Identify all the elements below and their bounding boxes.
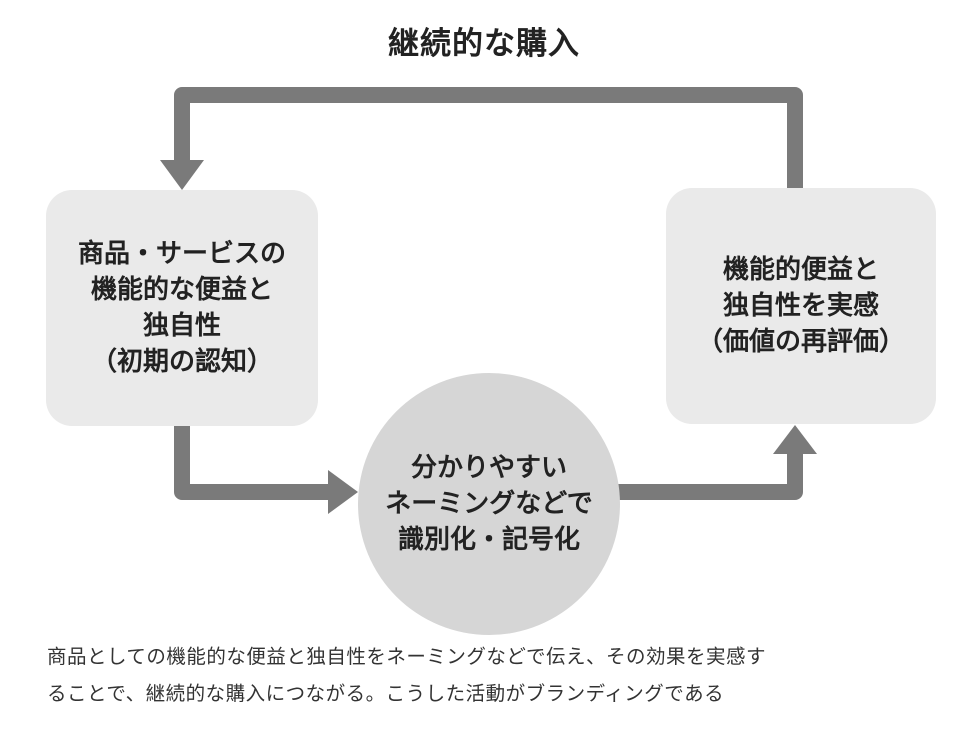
- node-text: 機能的な便益と: [90, 275, 273, 305]
- center-to-right-arrow-line: [618, 450, 803, 500]
- caption: 商品としての機能的な便益と独自性をネーミングなどで伝え、その効果を実感す ること…: [47, 638, 766, 712]
- loop-arrow-line: [174, 87, 803, 188]
- node-text: 独自性を実感: [722, 291, 879, 321]
- left-to-center-arrow-line: [174, 426, 332, 500]
- node-text: ネーミングなどで: [385, 489, 593, 519]
- node-text: （初期の認知）: [90, 347, 273, 377]
- node-text: 独自性: [142, 311, 221, 341]
- right-arrowhead: [773, 425, 817, 454]
- node-text: 分かりやすい: [410, 453, 567, 483]
- node-text: （価値の再評価）: [696, 327, 905, 357]
- loop-arrowhead: [160, 160, 204, 190]
- revaluation-node: 機能的便益と 独自性を実感 （価値の再評価）: [666, 188, 936, 424]
- node-text: 商品・サービスの: [77, 239, 286, 269]
- caption-line: ることで、継続的な購入につながる。こうした活動がブランディングである: [47, 682, 725, 705]
- node-text: 機能的便益と: [722, 255, 879, 285]
- center-arrowhead: [328, 470, 358, 514]
- node-text: 識別化・記号化: [397, 525, 580, 555]
- caption-line: 商品としての機能的な便益と独自性をネーミングなどで伝え、その効果を実感す: [47, 645, 767, 668]
- initial-recognition-node: 商品・サービスの 機能的な便益と 独自性 （初期の認知）: [46, 190, 318, 426]
- naming-node: 分かりやすい ネーミングなどで 識別化・記号化: [358, 373, 620, 635]
- diagram-title: 継続的な購入: [388, 26, 580, 62]
